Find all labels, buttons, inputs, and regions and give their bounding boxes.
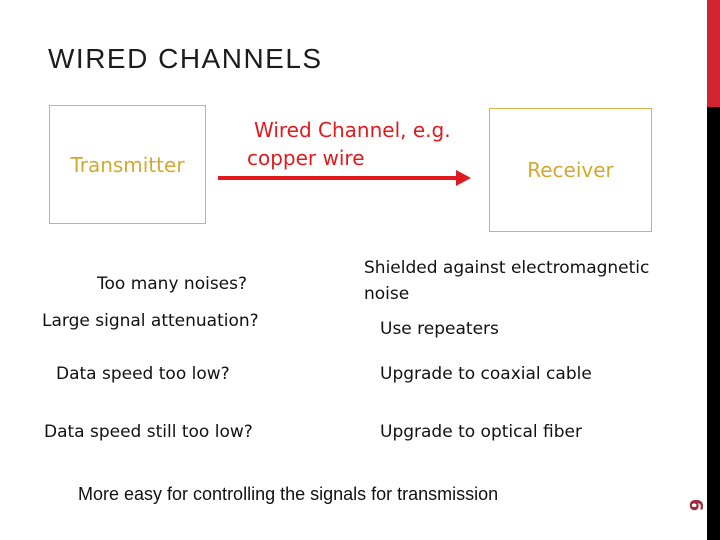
answer-use-repeaters: Use repeaters bbox=[380, 319, 499, 339]
transmitter-box: Transmitter bbox=[49, 105, 206, 224]
page-number: 6 bbox=[685, 498, 707, 512]
answer-optical-fiber: Upgrade to optical fiber bbox=[380, 422, 582, 442]
question-data-speed-low: Data speed too low? bbox=[56, 364, 230, 384]
footer-note: More easy for controlling the signals fo… bbox=[78, 484, 499, 504]
question-signal-attenuation: Large signal attenuation? bbox=[42, 311, 259, 331]
answer-shielded-noise: Shielded against electromagnetic noise bbox=[364, 258, 650, 304]
right-black-bar bbox=[707, 107, 720, 540]
right-arrow-icon bbox=[218, 176, 458, 180]
channel-label: Wired Channel, e.g. copper wire bbox=[247, 116, 451, 172]
channel-label-line1: Wired Channel, e.g. bbox=[254, 118, 451, 142]
answer-coaxial-cable: Upgrade to coaxial cable bbox=[380, 364, 592, 384]
channel-label-line2: copper wire bbox=[247, 146, 365, 170]
page-title: WIRED CHANNELS bbox=[48, 43, 323, 74]
question-data-speed-still-low: Data speed still too low? bbox=[44, 422, 253, 442]
receiver-label: Receiver bbox=[527, 158, 614, 182]
question-too-many-noises: Too many noises? bbox=[97, 274, 248, 294]
top-right-red-bar bbox=[707, 0, 720, 107]
receiver-box: Receiver bbox=[489, 108, 652, 232]
transmitter-label: Transmitter bbox=[70, 152, 185, 177]
right-arrow-head-icon bbox=[456, 170, 471, 186]
